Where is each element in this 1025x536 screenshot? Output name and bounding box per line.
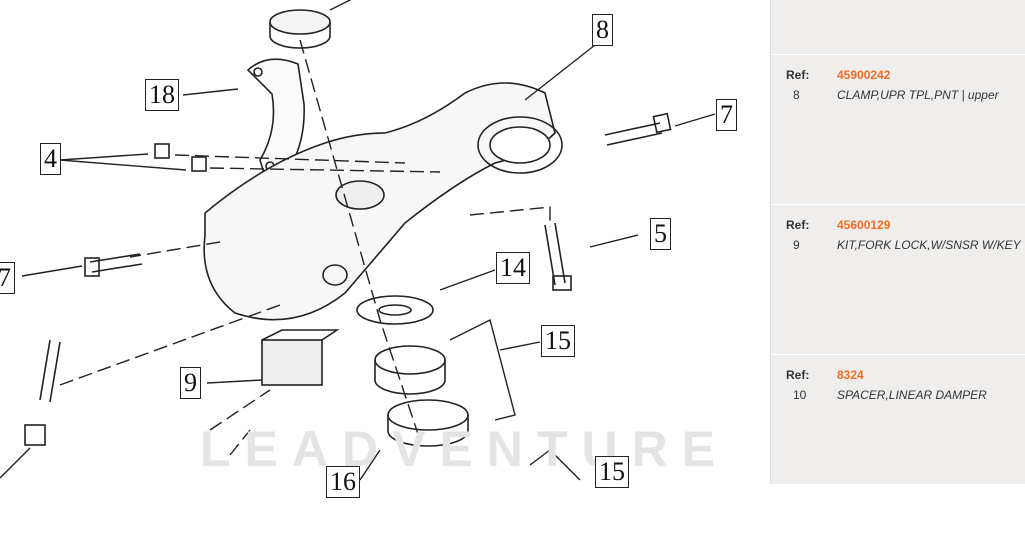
callout-7-left[interactable]: 7 bbox=[0, 262, 15, 294]
part-row-9[interactable]: Ref: 45600129 9 KIT,FORK LOCK,W/SNSR W/K… bbox=[771, 204, 1025, 304]
callout-5[interactable]: 5 bbox=[650, 218, 671, 250]
callout-7-right[interactable]: 7 bbox=[716, 99, 737, 131]
callout-4[interactable]: 4 bbox=[40, 143, 61, 175]
parts-list-panel: Ref: 45900242 8 CLAMP,UPR TPL,PNT | uppe… bbox=[770, 0, 1025, 484]
ref-label: Ref: bbox=[786, 368, 810, 382]
part-row-8[interactable]: Ref: 45900242 8 CLAMP,UPR TPL,PNT | uppe… bbox=[771, 54, 1025, 154]
watermark-text: LEADVENTURE bbox=[200, 421, 730, 477]
part-number-link[interactable]: 8324 bbox=[837, 368, 864, 382]
part-number-link[interactable]: 45600129 bbox=[837, 218, 891, 232]
ref-number: 10 bbox=[793, 388, 807, 402]
ref-label: Ref: bbox=[786, 68, 810, 82]
part-number-link[interactable]: 45900242 bbox=[837, 68, 891, 82]
ref-number: 8 bbox=[793, 88, 800, 102]
callout-9[interactable]: 9 bbox=[180, 367, 201, 399]
part-description: KIT,FORK LOCK,W/SNSR W/KEY bbox=[837, 238, 1021, 252]
part-description: SPACER,LINEAR DAMPER bbox=[837, 388, 987, 402]
callout-15-upper[interactable]: 15 bbox=[541, 325, 575, 357]
callout-8[interactable]: 8 bbox=[592, 14, 613, 46]
part-row-10[interactable]: Ref: 8324 10 SPACER,LINEAR DAMPER bbox=[771, 354, 1025, 454]
callout-15-lower[interactable]: 15 bbox=[595, 456, 629, 488]
part-description: CLAMP,UPR TPL,PNT | upper bbox=[837, 88, 999, 102]
callout-18[interactable]: 18 bbox=[145, 79, 179, 111]
diagram-drawing bbox=[0, 0, 716, 481]
ref-label: Ref: bbox=[786, 218, 810, 232]
ref-number: 9 bbox=[793, 238, 800, 252]
exploded-parts-diagram: LEADVENTURE 8 18 7 4 5 14 7 15 9 15 16 bbox=[0, 0, 737, 498]
callout-16[interactable]: 16 bbox=[326, 466, 360, 498]
callout-14[interactable]: 14 bbox=[496, 252, 530, 284]
